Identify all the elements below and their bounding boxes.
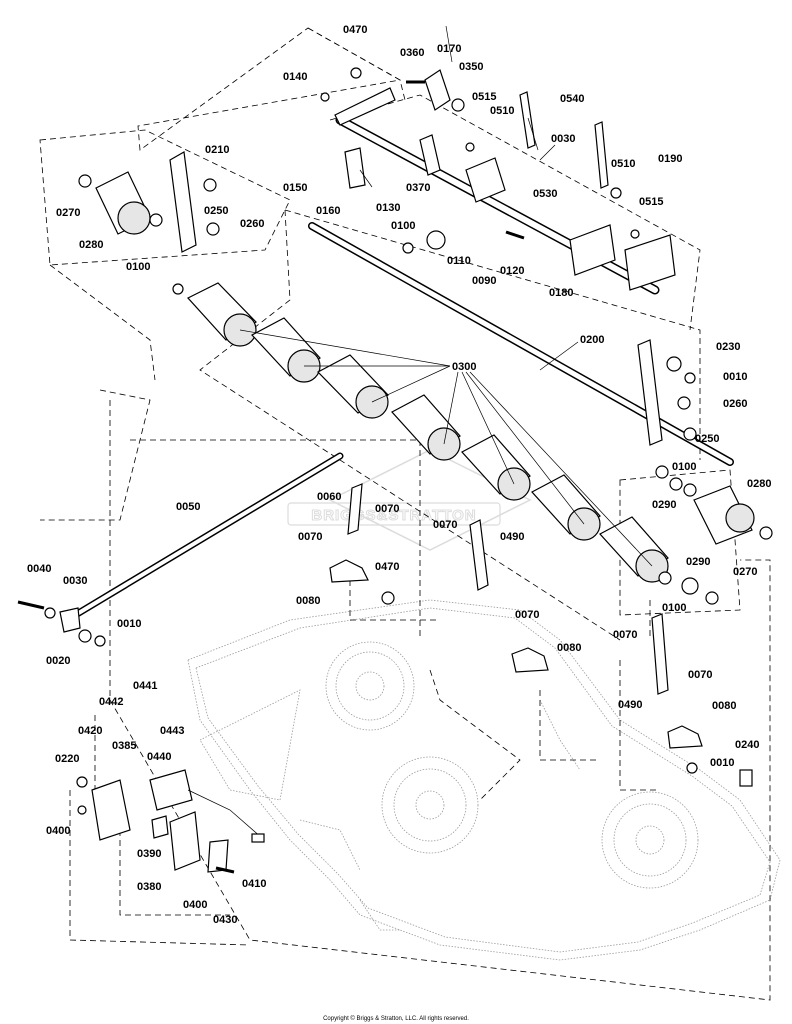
label-0010: 0010 xyxy=(723,371,747,383)
label-0200: 0200 xyxy=(580,334,604,346)
label-0060: 0060 xyxy=(317,491,341,503)
label-0030: 0030 xyxy=(63,575,87,587)
label-0090: 0090 xyxy=(472,275,496,287)
label-0220: 0220 xyxy=(55,753,79,765)
label-0120: 0120 xyxy=(500,265,524,277)
leader-lines xyxy=(239,25,653,567)
label-0070: 0070 xyxy=(298,531,322,543)
label-0490: 0490 xyxy=(500,531,524,543)
label-0030: 0030 xyxy=(551,133,575,145)
part-labels: 0470 0360 0170 0140 0350 0540 0515 0510 … xyxy=(27,24,771,926)
label-0410: 0410 xyxy=(242,878,266,890)
label-0270: 0270 xyxy=(733,566,757,578)
label-0260: 0260 xyxy=(240,218,264,230)
label-0385: 0385 xyxy=(112,740,136,752)
label-0260: 0260 xyxy=(723,398,747,410)
label-0210: 0210 xyxy=(205,144,229,156)
label-0100: 0100 xyxy=(662,602,686,614)
label-0190: 0190 xyxy=(658,153,682,165)
label-0080: 0080 xyxy=(712,700,736,712)
label-0360: 0360 xyxy=(400,47,424,59)
label-0070: 0070 xyxy=(688,669,712,681)
label-0070: 0070 xyxy=(433,519,457,531)
label-0250: 0250 xyxy=(695,433,719,445)
label-0470: 0470 xyxy=(375,561,399,573)
label-0380: 0380 xyxy=(137,881,161,893)
label-0510: 0510 xyxy=(611,158,635,170)
label-0530: 0530 xyxy=(533,188,557,200)
label-0140: 0140 xyxy=(283,71,307,83)
label-0100: 0100 xyxy=(126,261,150,273)
label-0515: 0515 xyxy=(472,91,496,103)
label-0442: 0442 xyxy=(99,696,123,708)
label-0350: 0350 xyxy=(459,61,483,73)
label-0150: 0150 xyxy=(283,182,307,194)
label-0440: 0440 xyxy=(147,751,171,763)
label-0160: 0160 xyxy=(316,205,340,217)
label-0080: 0080 xyxy=(296,595,320,607)
label-0010: 0010 xyxy=(710,757,734,769)
label-0270: 0270 xyxy=(56,207,80,219)
label-0470: 0470 xyxy=(343,24,367,36)
assembly-boundaries xyxy=(39,27,771,1001)
label-0490: 0490 xyxy=(618,699,642,711)
label-0070: 0070 xyxy=(515,609,539,621)
label-0070: 0070 xyxy=(613,629,637,641)
label-0250: 0250 xyxy=(204,205,228,217)
label-0400: 0400 xyxy=(46,825,70,837)
parts xyxy=(17,67,773,874)
label-0515: 0515 xyxy=(639,196,663,208)
label-0170: 0170 xyxy=(437,43,461,55)
label-0540: 0540 xyxy=(560,93,584,105)
label-0400: 0400 xyxy=(183,899,207,911)
label-0020: 0020 xyxy=(46,655,70,667)
label-0100: 0100 xyxy=(672,461,696,473)
label-0290: 0290 xyxy=(686,556,710,568)
label-0370: 0370 xyxy=(406,182,430,194)
label-0230: 0230 xyxy=(716,341,740,353)
label-0441: 0441 xyxy=(133,680,157,692)
label-0130: 0130 xyxy=(376,202,400,214)
label-0100: 0100 xyxy=(391,220,415,232)
label-0430: 0430 xyxy=(213,914,237,926)
label-0390: 0390 xyxy=(137,848,161,860)
label-0443: 0443 xyxy=(160,725,184,737)
label-0180: 0180 xyxy=(549,287,573,299)
label-0420: 0420 xyxy=(78,725,102,737)
label-0240: 0240 xyxy=(735,739,759,751)
mower-deck-outline xyxy=(187,599,781,961)
label-0110: 0110 xyxy=(447,255,471,267)
label-0010: 0010 xyxy=(117,618,141,630)
label-0280: 0280 xyxy=(747,478,771,490)
label-0510: 0510 xyxy=(490,105,514,117)
label-0280: 0280 xyxy=(79,239,103,251)
label-0070: 0070 xyxy=(375,503,399,515)
label-0290: 0290 xyxy=(652,499,676,511)
copyright-notice: Copyright © Briggs & Stratton, LLC. All … xyxy=(323,1015,469,1022)
label-0040: 0040 xyxy=(27,563,51,575)
label-0050: 0050 xyxy=(176,501,200,513)
roller-set xyxy=(187,282,669,583)
label-0300: 0300 xyxy=(452,361,476,373)
label-0080: 0080 xyxy=(557,642,581,654)
